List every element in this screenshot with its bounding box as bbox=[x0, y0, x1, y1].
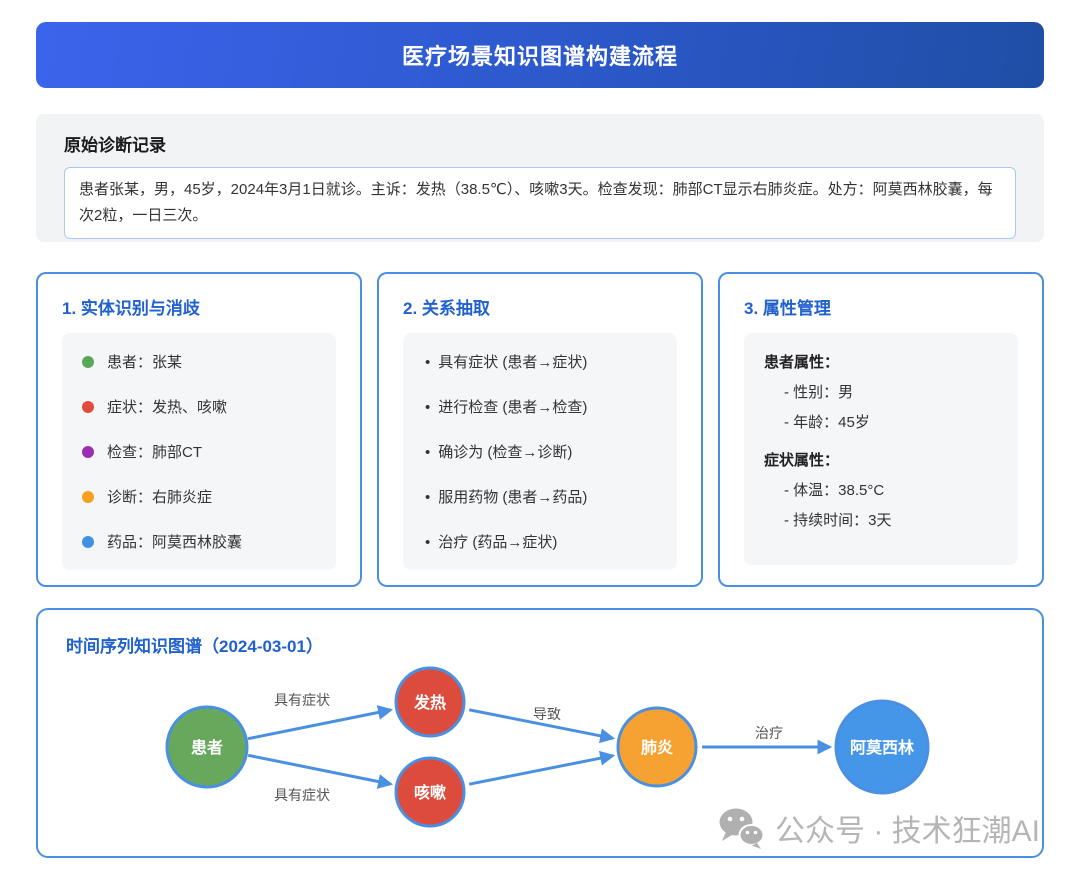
node-label-amoxicillin: 阿莫西林 bbox=[850, 738, 914, 757]
node-label-pneumonia: 肺炎 bbox=[641, 738, 673, 757]
entity-item: 检查：肺部CT bbox=[82, 441, 316, 462]
attribute-group-symptom: 症状属性： - 体温：38.5°C - 持续时间：3天 bbox=[764, 449, 998, 530]
knowledge-graph-canvas: 具有症状 具有症状 导致 治疗 患者 发热 咳嗽 肺炎 阿莫西林 bbox=[165, 666, 930, 828]
entity-label: 诊断：右肺炎症 bbox=[107, 489, 213, 506]
attribute-group-patient: 患者属性： - 性别：男 - 年龄：45岁 bbox=[764, 351, 998, 432]
diagnosis-record-section: 原始诊断记录 患者张某，男，45岁，2024年3月1日就诊。主诉：发热（38.5… bbox=[36, 114, 1044, 242]
watermark: 公众号 · 技术狂潮AI bbox=[717, 806, 1040, 850]
attribute-item: - 性别：男 bbox=[784, 384, 854, 401]
edge-patient-cough bbox=[247, 753, 394, 789]
entity-color-dot bbox=[82, 535, 94, 548]
node-amoxicillin bbox=[834, 699, 930, 795]
edge-cough-pneumonia bbox=[468, 750, 616, 786]
relation-item: 服用药物 (患者→药品) bbox=[423, 486, 657, 507]
node-fever bbox=[394, 666, 466, 738]
node-cough bbox=[394, 756, 466, 828]
entity-color-dot bbox=[82, 355, 94, 368]
node-patient bbox=[165, 705, 249, 789]
diagnosis-record-text: 患者张某，男，45岁，2024年3月1日就诊。主诉：发热（38.5℃）、咳嗽3天… bbox=[64, 167, 1016, 239]
node-label-cough: 咳嗽 bbox=[414, 783, 446, 802]
watermark-text: 公众号 · 技术狂潮AI bbox=[774, 815, 1040, 848]
page-title: 医疗场景知识图谱构建流程 bbox=[401, 44, 678, 69]
entity-label: 检查：肺部CT bbox=[107, 444, 202, 461]
attribute-item: - 体温：38.5°C bbox=[784, 482, 885, 499]
entity-color-dot bbox=[82, 445, 94, 458]
node-pneumonia bbox=[616, 706, 698, 788]
relation-item: 确诊为 (检查→诊断) bbox=[423, 441, 657, 462]
attribute-item: - 年龄：45岁 bbox=[784, 414, 870, 431]
edge-label-has-symptom-1: 具有症状 bbox=[274, 692, 330, 708]
card-attribute-management: 3. 属性管理 患者属性： - 性别：男 - 年龄：45岁 症状属性： - 体温… bbox=[718, 272, 1044, 587]
entity-color-dot bbox=[82, 490, 94, 503]
diagnosis-record-title: 原始诊断记录 bbox=[64, 136, 166, 155]
entity-label: 症状：发热、咳嗽 bbox=[107, 399, 228, 416]
card-relation-extraction: 2. 关系抽取 具有症状 (患者→症状) 进行检查 (患者→检查) 确诊为 (检… bbox=[377, 272, 703, 587]
entity-label: 患者：张某 bbox=[107, 354, 183, 371]
attribute-group-title: 症状属性： bbox=[764, 452, 840, 469]
edge-label-causes: 导致 bbox=[533, 706, 561, 722]
card-entity-title: 1. 实体识别与消歧 bbox=[62, 299, 200, 318]
card-attribute-title: 3. 属性管理 bbox=[744, 299, 831, 318]
knowledge-graph-title: 时间序列知识图谱（2024-03-01） bbox=[66, 637, 323, 656]
entity-item: 药品：阿莫西林胶囊 bbox=[82, 531, 316, 552]
wechat-icon bbox=[719, 808, 765, 849]
relation-item: 具有症状 (患者→症状) bbox=[423, 351, 657, 372]
edge-fever-pneumonia bbox=[468, 708, 616, 744]
entity-color-dot bbox=[82, 400, 94, 413]
steps-row: 1. 实体识别与消歧 患者：张某 症状：发热、咳嗽 检查：肺部CT 诊断：右肺炎… bbox=[36, 272, 1044, 587]
entity-list: 患者：张某 症状：发热、咳嗽 检查：肺部CT 诊断：右肺炎症 药品：阿莫西林胶囊 bbox=[62, 333, 336, 570]
attribute-list: 患者属性： - 性别：男 - 年龄：45岁 症状属性： - 体温：38.5°C … bbox=[744, 333, 1018, 565]
entity-item: 诊断：右肺炎症 bbox=[82, 486, 316, 507]
entity-label: 药品：阿莫西林胶囊 bbox=[107, 534, 243, 551]
entity-item: 症状：发热、咳嗽 bbox=[82, 396, 316, 417]
entity-item: 患者：张某 bbox=[82, 351, 316, 372]
relation-list: 具有症状 (患者→症状) 进行检查 (患者→检查) 确诊为 (检查→诊断) 服用… bbox=[403, 333, 677, 570]
edge-patient-fever bbox=[247, 705, 394, 741]
relation-item: 进行检查 (患者→检查) bbox=[423, 396, 657, 417]
edge-label-has-symptom-2: 具有症状 bbox=[274, 787, 330, 803]
edge-label-treats: 治疗 bbox=[755, 725, 783, 741]
node-label-fever: 发热 bbox=[413, 693, 446, 712]
relation-item: 治疗 (药品→症状) bbox=[423, 531, 657, 552]
page-title-banner: 医疗场景知识图谱构建流程 bbox=[36, 22, 1044, 88]
attribute-item: - 持续时间：3天 bbox=[784, 512, 892, 529]
card-entity-recognition: 1. 实体识别与消歧 患者：张某 症状：发热、咳嗽 检查：肺部CT 诊断：右肺炎… bbox=[36, 272, 362, 587]
node-label-patient: 患者 bbox=[191, 738, 223, 757]
attribute-group-title: 患者属性： bbox=[764, 354, 840, 371]
card-relation-title: 2. 关系抽取 bbox=[403, 299, 490, 318]
knowledge-graph-panel: 时间序列知识图谱（2024-03-01） 具有症状 具有症状 导致 治疗 bbox=[36, 608, 1044, 858]
